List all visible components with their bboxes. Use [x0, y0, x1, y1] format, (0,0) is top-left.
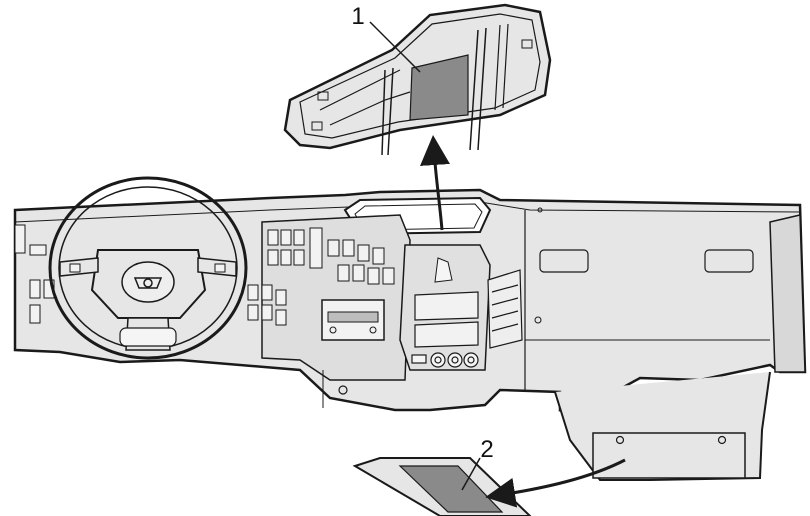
climate-knobs — [411, 352, 479, 368]
switch-cluster-lower — [247, 284, 287, 326]
left-switches — [14, 224, 55, 324]
removed-bottom-panel — [352, 457, 532, 516]
leader-line-1 — [369, 21, 421, 73]
side-vent — [487, 269, 523, 349]
steering-wheel — [48, 176, 248, 360]
label-patch-top — [409, 54, 469, 121]
removed-top-panel — [283, 3, 552, 156]
callout-1: 1 — [351, 3, 364, 30]
arrow-up — [420, 135, 450, 231]
switch-cluster-upper — [267, 227, 395, 285]
arrow-down — [485, 458, 626, 508]
callout-2: 2 — [480, 436, 493, 463]
radio-unit — [321, 299, 385, 341]
leader-line-2 — [461, 457, 481, 491]
dashboard — [13, 188, 807, 481]
label-patch-bottom — [398, 465, 504, 513]
glovebox-plate — [592, 432, 746, 479]
